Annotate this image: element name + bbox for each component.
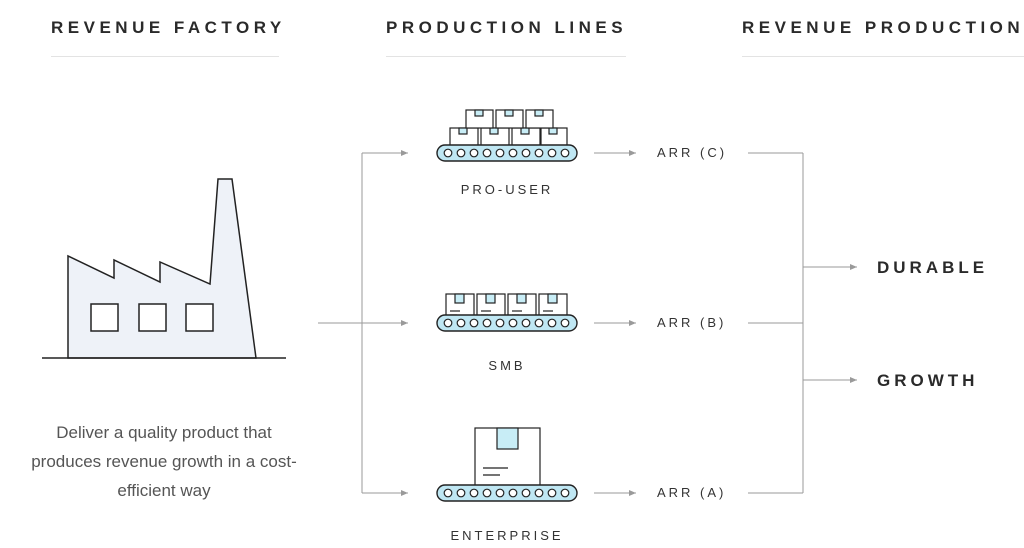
- conveyor-roller: [521, 488, 531, 498]
- conveyor-roller: [495, 148, 505, 158]
- conveyor-roller: [534, 488, 544, 498]
- outcome-growth: GROWTH: [877, 371, 979, 390]
- arr-to-outcome-connector: [748, 152, 857, 494]
- factory-window: [138, 303, 167, 332]
- arr-label-c: ARR (C): [657, 145, 728, 160]
- factory-window: [90, 303, 119, 332]
- conveyor-roller: [482, 318, 492, 328]
- conveyor-belt: [436, 484, 578, 502]
- header-rule-revenue-factory: [51, 56, 279, 57]
- arr-label-a: ARR (A): [657, 485, 727, 500]
- conveyor-belt: [436, 314, 578, 332]
- enterprise-box: [474, 427, 541, 492]
- conveyor-roller: [469, 488, 479, 498]
- conveyor-roller: [456, 318, 466, 328]
- conveyor-roller: [508, 318, 518, 328]
- conveyor-roller: [560, 318, 570, 328]
- conveyor-roller: [560, 488, 570, 498]
- conveyor-roller: [521, 318, 531, 328]
- pro-user-boxes: [449, 109, 568, 147]
- conveyor-roller: [482, 148, 492, 158]
- conveyor-belts: [436, 144, 578, 502]
- conveyor-roller: [482, 488, 492, 498]
- conveyor-roller: [443, 488, 453, 498]
- header-rule-production-lines: [386, 56, 626, 57]
- line-label-smb: SMB: [488, 358, 526, 373]
- header-rule-revenue-production: [742, 56, 1024, 57]
- conveyor-roller: [508, 488, 518, 498]
- conveyor-roller: [495, 318, 505, 328]
- header-revenue-production: REVENUE PRODUCTION: [742, 18, 1024, 37]
- conveyor-roller: [534, 318, 544, 328]
- conveyor-belt: [436, 144, 578, 162]
- conveyor-roller: [469, 318, 479, 328]
- conveyor-roller: [534, 148, 544, 158]
- conveyor-roller: [560, 148, 570, 158]
- conveyor-roller: [469, 148, 479, 158]
- factory-caption: Deliver a quality product that produces …: [31, 423, 297, 500]
- conveyor-roller: [547, 488, 557, 498]
- conveyor-roller: [456, 488, 466, 498]
- factory-window: [185, 303, 214, 332]
- header-revenue-factory: REVENUE FACTORY: [51, 18, 286, 37]
- outcome-durable: DURABLE: [877, 258, 989, 277]
- conveyor-roller: [547, 148, 557, 158]
- arr-label-b: ARR (B): [657, 315, 727, 330]
- line-label-pro-user: PRO-USER: [460, 182, 554, 197]
- smb-boxes: [445, 293, 568, 322]
- lines-to-arr-connector: [594, 150, 636, 496]
- conveyor-roller: [521, 148, 531, 158]
- header-production-lines: PRODUCTION LINES: [386, 18, 628, 37]
- conveyor-roller: [443, 148, 453, 158]
- factory-to-lines-connector: [318, 150, 408, 496]
- conveyor-roller: [443, 318, 453, 328]
- factory-icon: [42, 178, 286, 359]
- conveyor-roller: [547, 318, 557, 328]
- line-label-enterprise: ENTERPRISE: [450, 528, 564, 543]
- conveyor-roller: [508, 148, 518, 158]
- conveyor-roller: [495, 488, 505, 498]
- conveyor-roller: [456, 148, 466, 158]
